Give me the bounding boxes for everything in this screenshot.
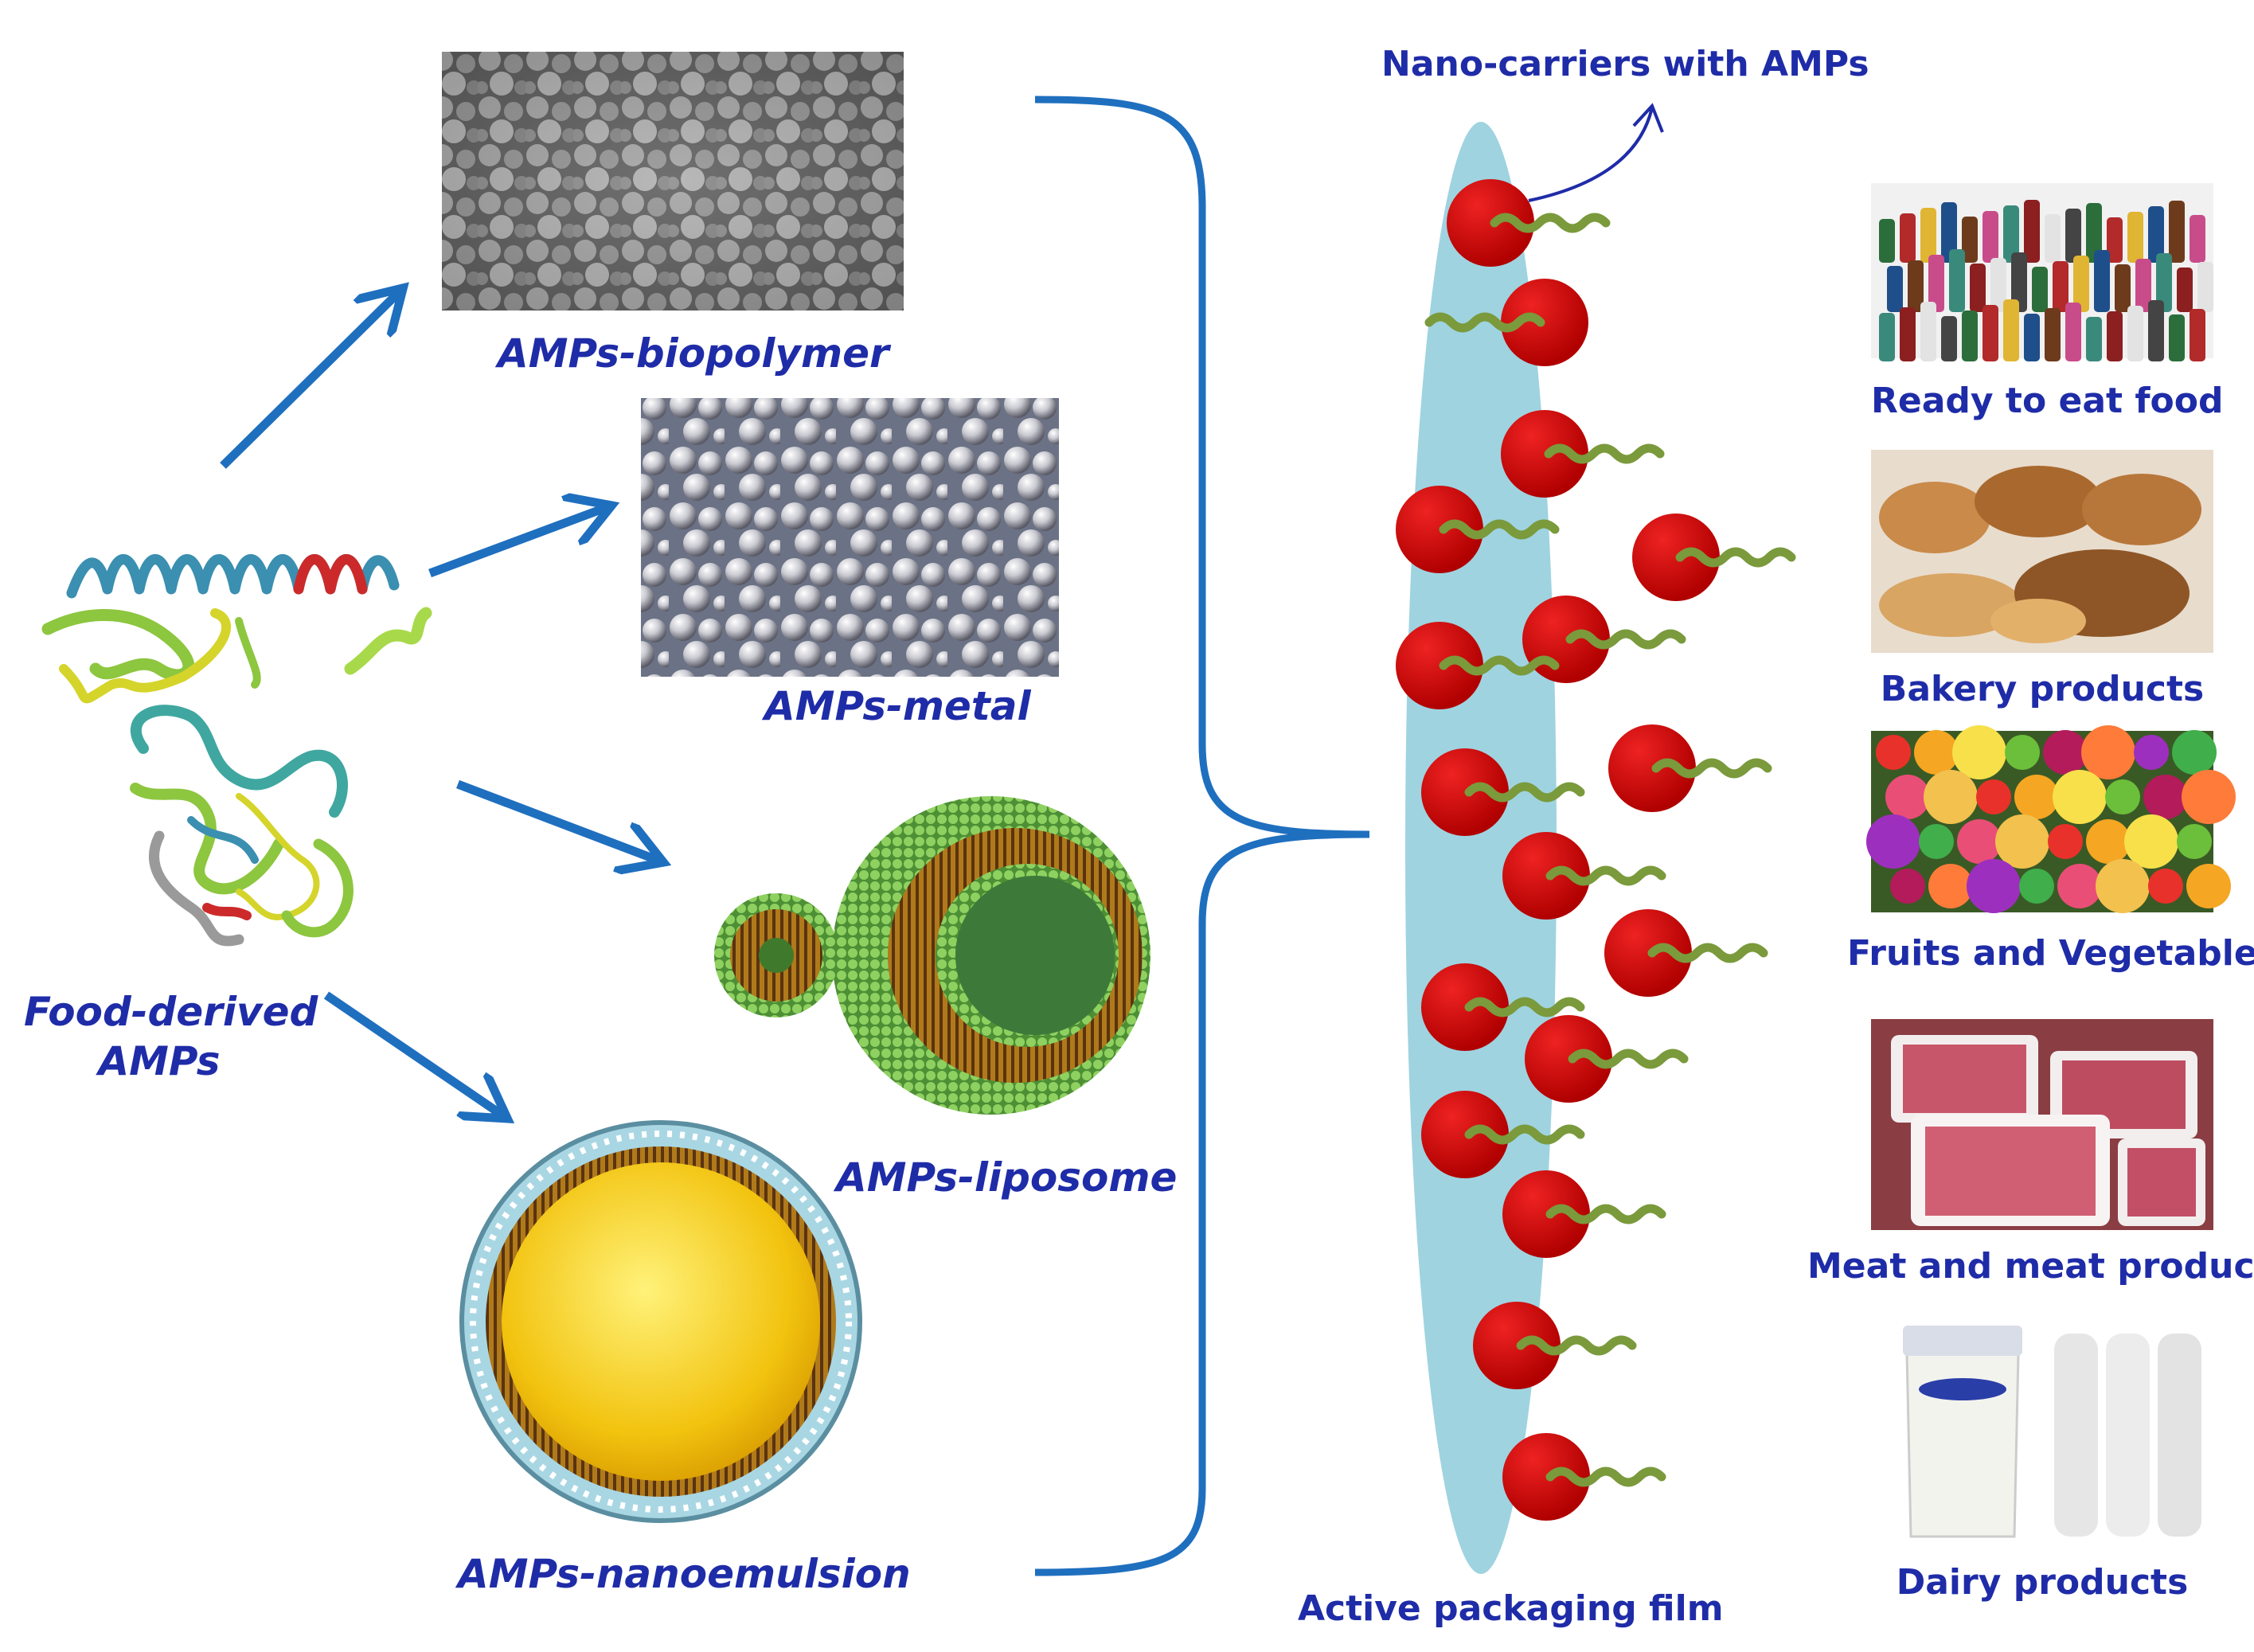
dairy-products-image — [1895, 1314, 2213, 1541]
peptide-tail — [1544, 443, 1665, 464]
peptide-tail — [1568, 1049, 1689, 1069]
food-derived-amps-label: Food-derived AMPs — [24, 987, 318, 1086]
meat-products-image — [1871, 1019, 2213, 1230]
application-label-meat: Meat and meat products — [1807, 1246, 2254, 1287]
fruits-and-vegetables-image — [1866, 725, 2236, 913]
peptide-tail — [1464, 782, 1585, 803]
peptide-tail — [1545, 1466, 1666, 1487]
nano-carriers — [1396, 179, 1796, 1521]
nanoemulsion-illustration — [459, 1120, 862, 1523]
peptide-tail — [1565, 629, 1686, 650]
application-label-ready-to-eat: Ready to eat food — [1871, 381, 2224, 421]
peptide-tail — [1545, 865, 1666, 886]
food-derived-label-line-2: AMPs — [98, 1038, 221, 1084]
peptide-tail — [1651, 758, 1772, 779]
peptide-tail — [1675, 547, 1796, 568]
food-derived-label-line-1: Food-derived — [24, 989, 318, 1035]
peptide-tail — [1545, 1204, 1666, 1224]
metal-nanoparticles-image — [641, 398, 1059, 677]
peptide-tail — [1464, 1124, 1585, 1145]
amps-nanoemulsion-label: AMPs-nanoemulsion — [458, 1551, 911, 1597]
active-packaging-film-label: Active packaging film — [1298, 1588, 1724, 1629]
peptide-tail — [1439, 655, 1560, 676]
peptide-tail — [1424, 312, 1545, 333]
liposome-illustration — [714, 796, 1150, 1115]
nano-carriers-label: Nano-carriers with AMPs — [1381, 44, 1869, 84]
grouping-brace — [1034, 96, 1370, 1576]
amps-liposome-label: AMPs-liposome — [836, 1154, 1178, 1201]
amps-biopolymer-label: AMPs-biopolymer — [498, 330, 889, 377]
application-label-bakery: Bakery products — [1880, 669, 2205, 709]
peptide-tail — [1464, 997, 1585, 1017]
peptide-tail — [1516, 1335, 1637, 1356]
application-label-fruits-vegetables: Fruits and Vegetables — [1847, 933, 2254, 974]
nano-carrier-callout-arrow — [1528, 103, 1664, 202]
application-label-dairy: Dairy products — [1896, 1562, 2189, 1603]
ready-to-eat-food-image — [1871, 183, 2213, 361]
peptide-tail — [1439, 519, 1560, 540]
bakery-products-image — [1871, 450, 2213, 653]
peptide-tail — [1490, 213, 1611, 233]
protein-structure-illustration — [41, 554, 432, 947]
biopolymer-sem-image — [442, 52, 904, 310]
arrows-from-amps — [220, 293, 657, 1115]
amps-metal-label: AMPs-metal — [764, 683, 1031, 729]
peptide-tail — [1647, 943, 1768, 963]
